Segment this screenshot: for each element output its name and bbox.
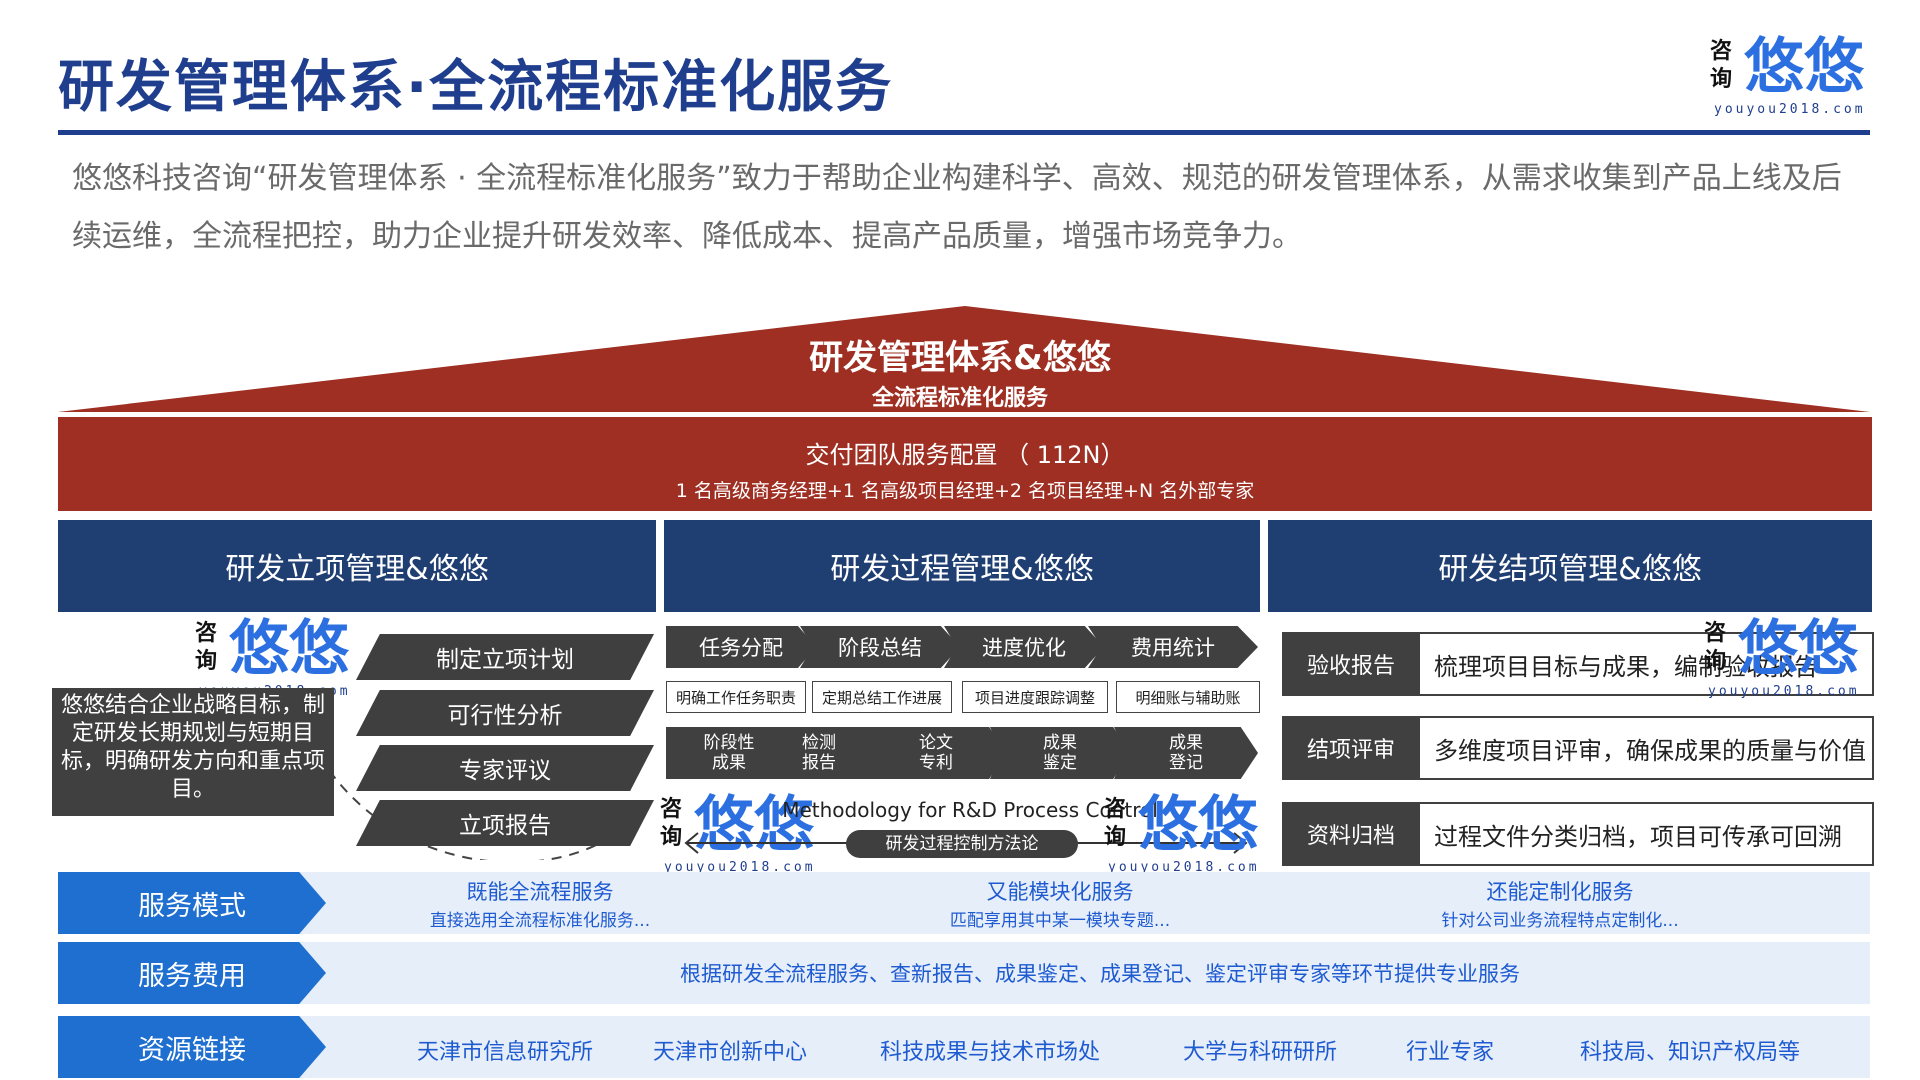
logo-url-text: youyou2018.com xyxy=(1714,102,1866,117)
logo-brand-text: 悠悠 xyxy=(229,614,349,684)
initiation-step-4: 立项报告 xyxy=(356,800,654,846)
initiation-step-1: 制定立项计划 xyxy=(356,634,654,680)
process-step-task-assignment: 任务分配 xyxy=(666,626,816,668)
closure-label-archive: 资料归档 xyxy=(1282,802,1420,866)
resource-item-6: 科技局、知识产权局等 xyxy=(1579,1040,1800,1065)
resource-item-3: 科技成果与技术市场处 xyxy=(879,1040,1100,1065)
process-result-test-report-line2: 报告 xyxy=(802,753,836,773)
logo-consult-text: 咨询 xyxy=(1104,797,1127,850)
closure-label-acceptance: 验收报告 xyxy=(1282,632,1420,696)
resource-item-1: 天津市信息研究所 xyxy=(416,1040,593,1065)
resources-label: 资源链接 xyxy=(58,1016,326,1078)
title-divider xyxy=(58,130,1870,135)
logo-consult-text: 咨询 xyxy=(195,621,218,674)
service-mode-item-3-title: 还能定制化服务 xyxy=(1486,880,1634,904)
closure-text-acceptance: 梳理项目目标与成果，编制验收报告 xyxy=(1420,632,1874,696)
service-mode-band xyxy=(58,872,1870,934)
column-header-closure: 研发结项管理&悠悠 xyxy=(1268,520,1872,612)
process-result-appraisal: 成果鉴定 xyxy=(990,727,1130,779)
resource-item-4: 大学与科研研所 xyxy=(1182,1040,1337,1065)
process-step-cost-statistics: 费用统计 xyxy=(1088,626,1258,668)
page-title: 研发管理体系·全流程标准化服务 xyxy=(58,55,894,120)
process-result-paper-patent-line1: 论文 xyxy=(919,733,953,753)
process-step-stage-summary: 阶段总结 xyxy=(800,626,960,668)
service-mode-item-2: 又能模块化服务 匹配享用其中某一模块专题... xyxy=(920,876,1200,931)
column-header-initiation: 研发立项管理&悠悠 xyxy=(58,520,656,612)
logo-brand-text: 悠悠 xyxy=(1744,32,1864,102)
initiation-step-3: 专家评议 xyxy=(356,745,654,791)
resource-item-2: 天津市创新中心 xyxy=(652,1040,807,1065)
logo-url-text: youyou2018.com xyxy=(1108,860,1260,875)
methodology-cn: 研发过程控制方法论 xyxy=(846,830,1078,858)
brand-logo: 咨询 悠悠 youyou2018.com xyxy=(1710,34,1880,124)
column-header-process: 研发过程管理&悠悠 xyxy=(664,520,1260,612)
process-result-appraisal-line1: 成果 xyxy=(1043,733,1077,753)
intro-paragraph: 悠悠科技咨询“研发管理体系 · 全流程标准化服务”致力于帮助企业构建科学、高效、… xyxy=(72,161,1842,254)
logo-consult-text: 咨询 xyxy=(1710,39,1733,92)
watermark-logo: 咨询 悠悠 youyou2018.com xyxy=(1704,614,1874,699)
resources-band xyxy=(58,1016,1870,1078)
logo-brand-text: 悠悠 xyxy=(1138,790,1258,860)
logo-consult-text: 咨询 xyxy=(1704,621,1727,674)
watermark-logo: 咨询 悠悠 youyou2018.com xyxy=(1104,790,1274,875)
process-result-paper-patent: 论文专利 xyxy=(866,727,1006,779)
resource-item-5: 行业专家 xyxy=(1405,1040,1494,1065)
service-mode-item-2-desc: 匹配享用其中某一模块专题... xyxy=(949,911,1171,931)
roof-shape xyxy=(58,306,1870,412)
methodology-en: Methodology for R&D Process Control xyxy=(782,798,1158,822)
logo-url-text: youyou2018.com xyxy=(664,860,816,875)
process-result-paper-patent-line2: 专利 xyxy=(919,753,953,773)
service-mode-item-1: 既能全流程服务 直接选用全流程标准化服务... xyxy=(400,876,680,931)
logo-brand-text: 悠悠 xyxy=(1738,614,1858,684)
process-result-registration-line2: 登记 xyxy=(1169,753,1203,773)
logo-consult-text: 咨询 xyxy=(660,797,683,850)
service-fee-label: 服务费用 xyxy=(58,942,326,1004)
closure-text-review: 多维度项目评审，确保成果的质量与价值 xyxy=(1420,716,1874,780)
service-mode-label: 服务模式 xyxy=(58,872,326,934)
service-fee-text: 根据研发全流程服务、查新报告、成果鉴定、成果登记、鉴定评审专家等环节提供专业服务 xyxy=(680,962,1520,986)
process-result-appraisal-line2: 鉴定 xyxy=(1043,753,1077,773)
process-tag-2: 定期总结工作进展 xyxy=(812,681,952,713)
process-tag-4: 明细账与辅助账 xyxy=(1116,681,1260,713)
initiation-note: 悠悠结合企业战略目标，制定研发长期规划与短期目标，明确研发方向和重点项目。 xyxy=(52,688,334,816)
closure-text-archive: 过程文件分类归档，项目可传承可回溯 xyxy=(1420,802,1874,866)
team-config-detail: 1 名高级商务经理+1 名高级项目经理+2 名项目经理+N 名外部专家 xyxy=(675,480,1255,502)
service-mode-item-1-desc: 直接选用全流程标准化服务... xyxy=(429,911,651,931)
team-config-band: 交付团队服务配置 （ 112N） 1 名高级商务经理+1 名高级项目经理+2 名… xyxy=(58,417,1872,511)
process-tag-3: 项目进度跟踪调整 xyxy=(962,681,1108,713)
service-mode-item-1-title: 既能全流程服务 xyxy=(466,880,614,904)
roof-subtitle: 全流程标准化服务 xyxy=(871,386,1048,411)
initiation-note-text: 悠悠结合企业战略目标，制定研发长期规划与短期目标，明确研发方向和重点项目。 xyxy=(60,693,325,802)
closure-label-review: 结项评审 xyxy=(1282,716,1420,780)
process-result-test-report: 检测报告 xyxy=(752,727,886,779)
logo-brand-text: 悠悠 xyxy=(694,790,814,860)
process-result-stage-line2: 成果 xyxy=(712,753,746,773)
service-fee-band xyxy=(58,942,1870,1004)
team-config-title: 交付团队服务配置 （ 112N） xyxy=(805,441,1125,469)
process-step-progress-optimization: 进度优化 xyxy=(944,626,1104,668)
process-result-registration: 成果登记 xyxy=(1114,727,1258,779)
service-mode-item-2-title: 又能模块化服务 xyxy=(986,880,1134,904)
process-result-test-report-line1: 检测 xyxy=(802,733,836,753)
service-mode-item-3: 还能定制化服务 针对公司业务流程特点定制化... xyxy=(1410,876,1710,931)
initiation-step-2: 可行性分析 xyxy=(356,690,654,736)
process-result-registration-line1: 成果 xyxy=(1169,733,1203,753)
process-result-stage-line1: 阶段性 xyxy=(703,733,755,753)
roof-title: 研发管理体系&悠悠 xyxy=(809,338,1111,378)
service-mode-item-3-desc: 针对公司业务流程特点定制化... xyxy=(1441,911,1679,931)
logo-url-text: youyou2018.com xyxy=(1708,684,1860,699)
process-tag-1: 明确工作任务职责 xyxy=(666,681,806,713)
watermark-logo: 咨询 悠悠 youyou2018.com xyxy=(660,790,830,875)
